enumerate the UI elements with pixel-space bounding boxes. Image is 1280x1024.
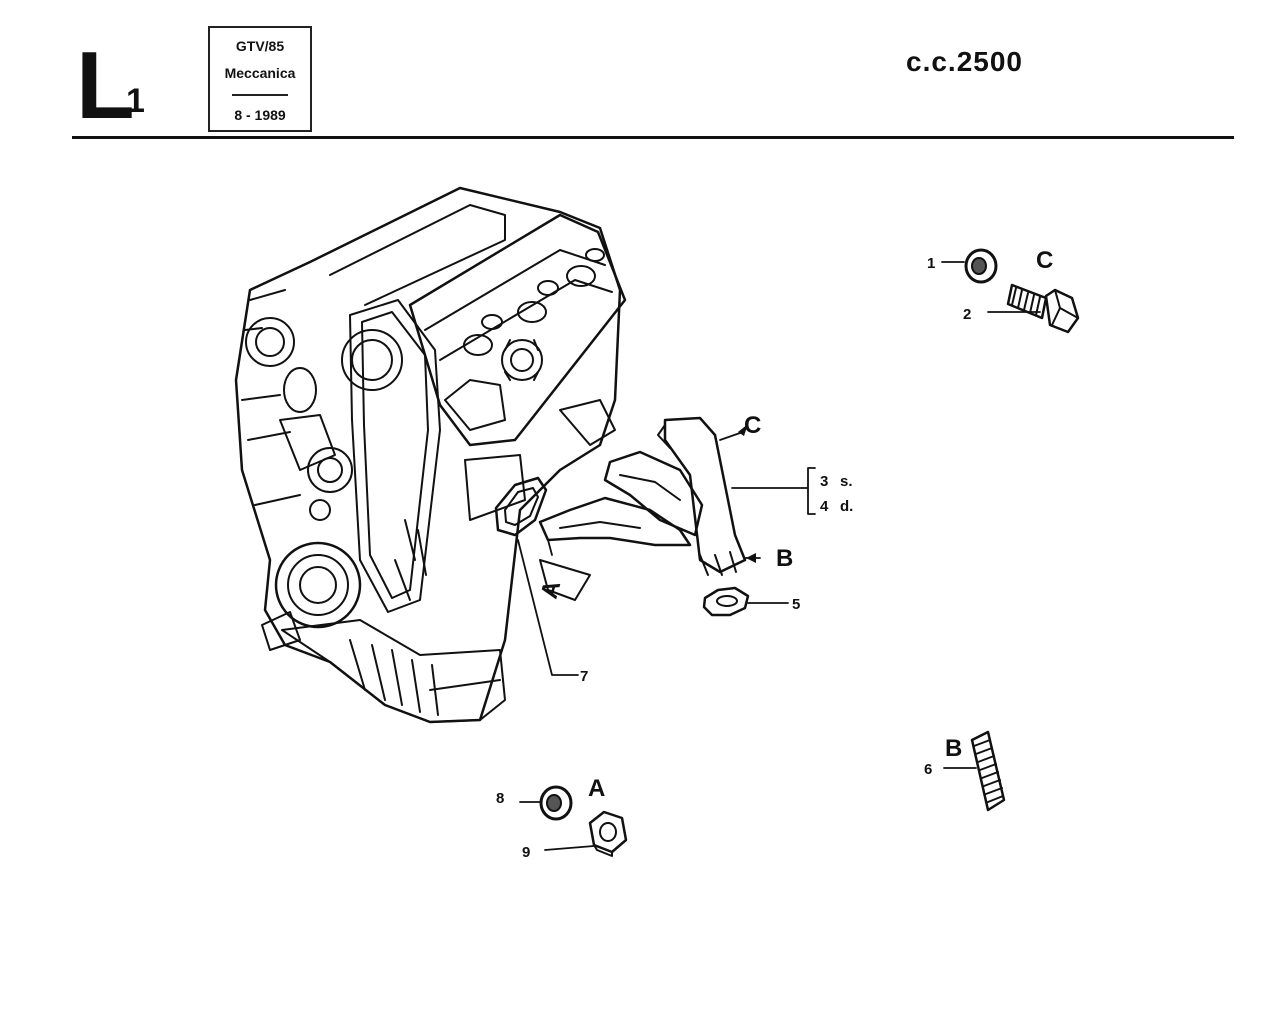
- washer-icon: [539, 785, 573, 821]
- manifold-gasket: [494, 476, 548, 537]
- nut-icon: [588, 810, 628, 857]
- date-label: 8 - 1989: [234, 107, 286, 123]
- callout-4-suffix: d.: [840, 498, 853, 515]
- info-box: GTV/85 Meccanica 8 - 1989: [208, 26, 312, 132]
- callout-7: 7: [580, 668, 588, 685]
- callout-5: 5: [792, 596, 800, 613]
- engine-block-illustration: [234, 186, 627, 724]
- page-letter: L: [76, 32, 135, 139]
- callout-6: 6: [924, 761, 932, 778]
- letter-a-detail: A: [588, 775, 605, 802]
- callout-2: 2: [963, 306, 971, 323]
- letter-c-detail: C: [1036, 247, 1053, 274]
- washer-icon: [964, 248, 998, 284]
- leader-lines: [517, 261, 1041, 851]
- page-sub-number: 1: [126, 82, 145, 120]
- exhaust-manifold: [538, 416, 747, 576]
- letter-a-main: A: [536, 578, 567, 602]
- bolt-icon: [1006, 283, 1080, 334]
- arrow-heads: [738, 424, 756, 563]
- callout-8: 8: [496, 790, 504, 807]
- header-divider: [72, 136, 1234, 139]
- callout-4: 4: [820, 498, 829, 515]
- callout-1: 1: [927, 255, 935, 272]
- letter-c-main: C: [744, 412, 761, 439]
- model-label: GTV/85: [235, 38, 285, 54]
- info-divider: [232, 94, 288, 96]
- callout-3-suffix: s.: [840, 473, 853, 490]
- displacement-label: c.c.2500: [906, 46, 1023, 77]
- callout-3: 3: [820, 473, 828, 490]
- section-label: Meccanica: [224, 65, 296, 81]
- letter-b-main: B: [776, 545, 793, 572]
- flange-gasket: [702, 586, 750, 617]
- callout-9: 9: [522, 844, 530, 861]
- letter-b-detail: B: [945, 735, 962, 762]
- stud-icon: [970, 730, 1006, 812]
